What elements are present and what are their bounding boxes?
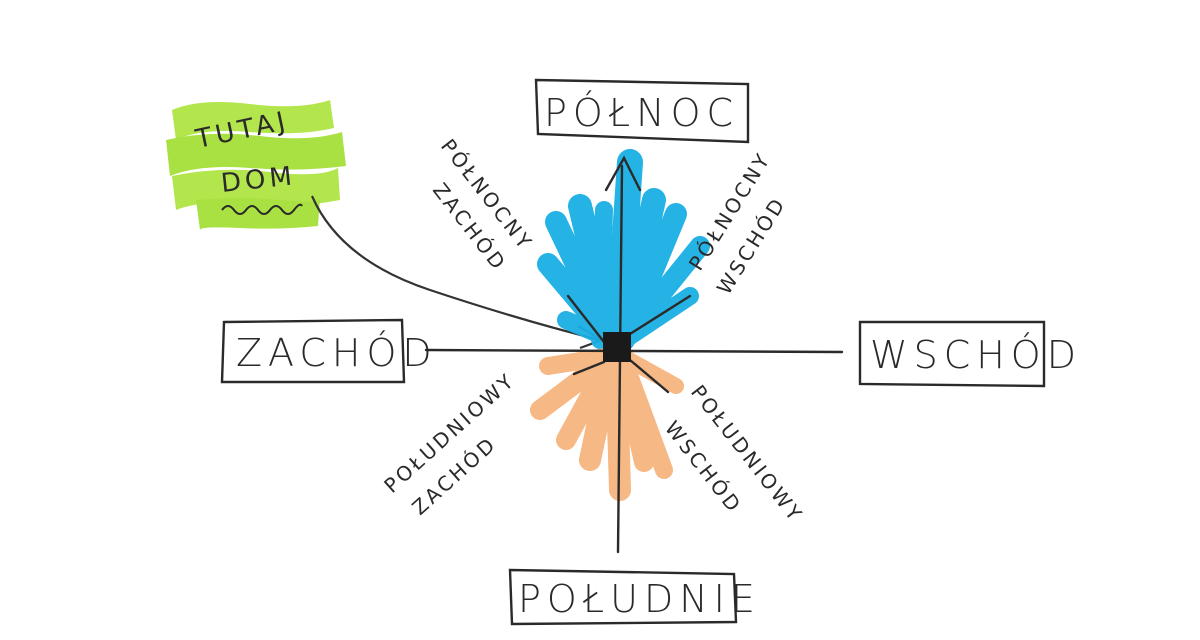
northeast-label: PÓŁNOCNY WSCHÓD — [684, 148, 791, 299]
home-pointer-arrow — [310, 195, 601, 342]
north-box: PÓŁNOC — [534, 78, 750, 144]
west-box: ZACHÓD — [220, 318, 438, 384]
east-label: WSCHÓD — [870, 333, 1082, 377]
south-highlight — [530, 345, 684, 501]
west-label: ZACHÓD — [236, 331, 438, 375]
north-highlight — [537, 149, 710, 353]
center-marker — [603, 332, 631, 362]
southwest-label: POŁUDNIOWY ZACHÓD — [379, 368, 520, 520]
south-box: POŁUDNIE — [508, 568, 761, 626]
northwest-label: PÓŁNOCNY ZACHÓD — [428, 134, 538, 276]
south-label: POŁUDNIE — [518, 577, 761, 621]
southeast-label: POŁUDNIOWY WSCHÓD — [660, 380, 808, 527]
compass-axes — [424, 155, 844, 554]
east-box: WSCHÓD — [858, 320, 1082, 388]
north-label: PÓŁNOC — [544, 91, 739, 135]
note-squiggle-underline — [221, 203, 303, 215]
